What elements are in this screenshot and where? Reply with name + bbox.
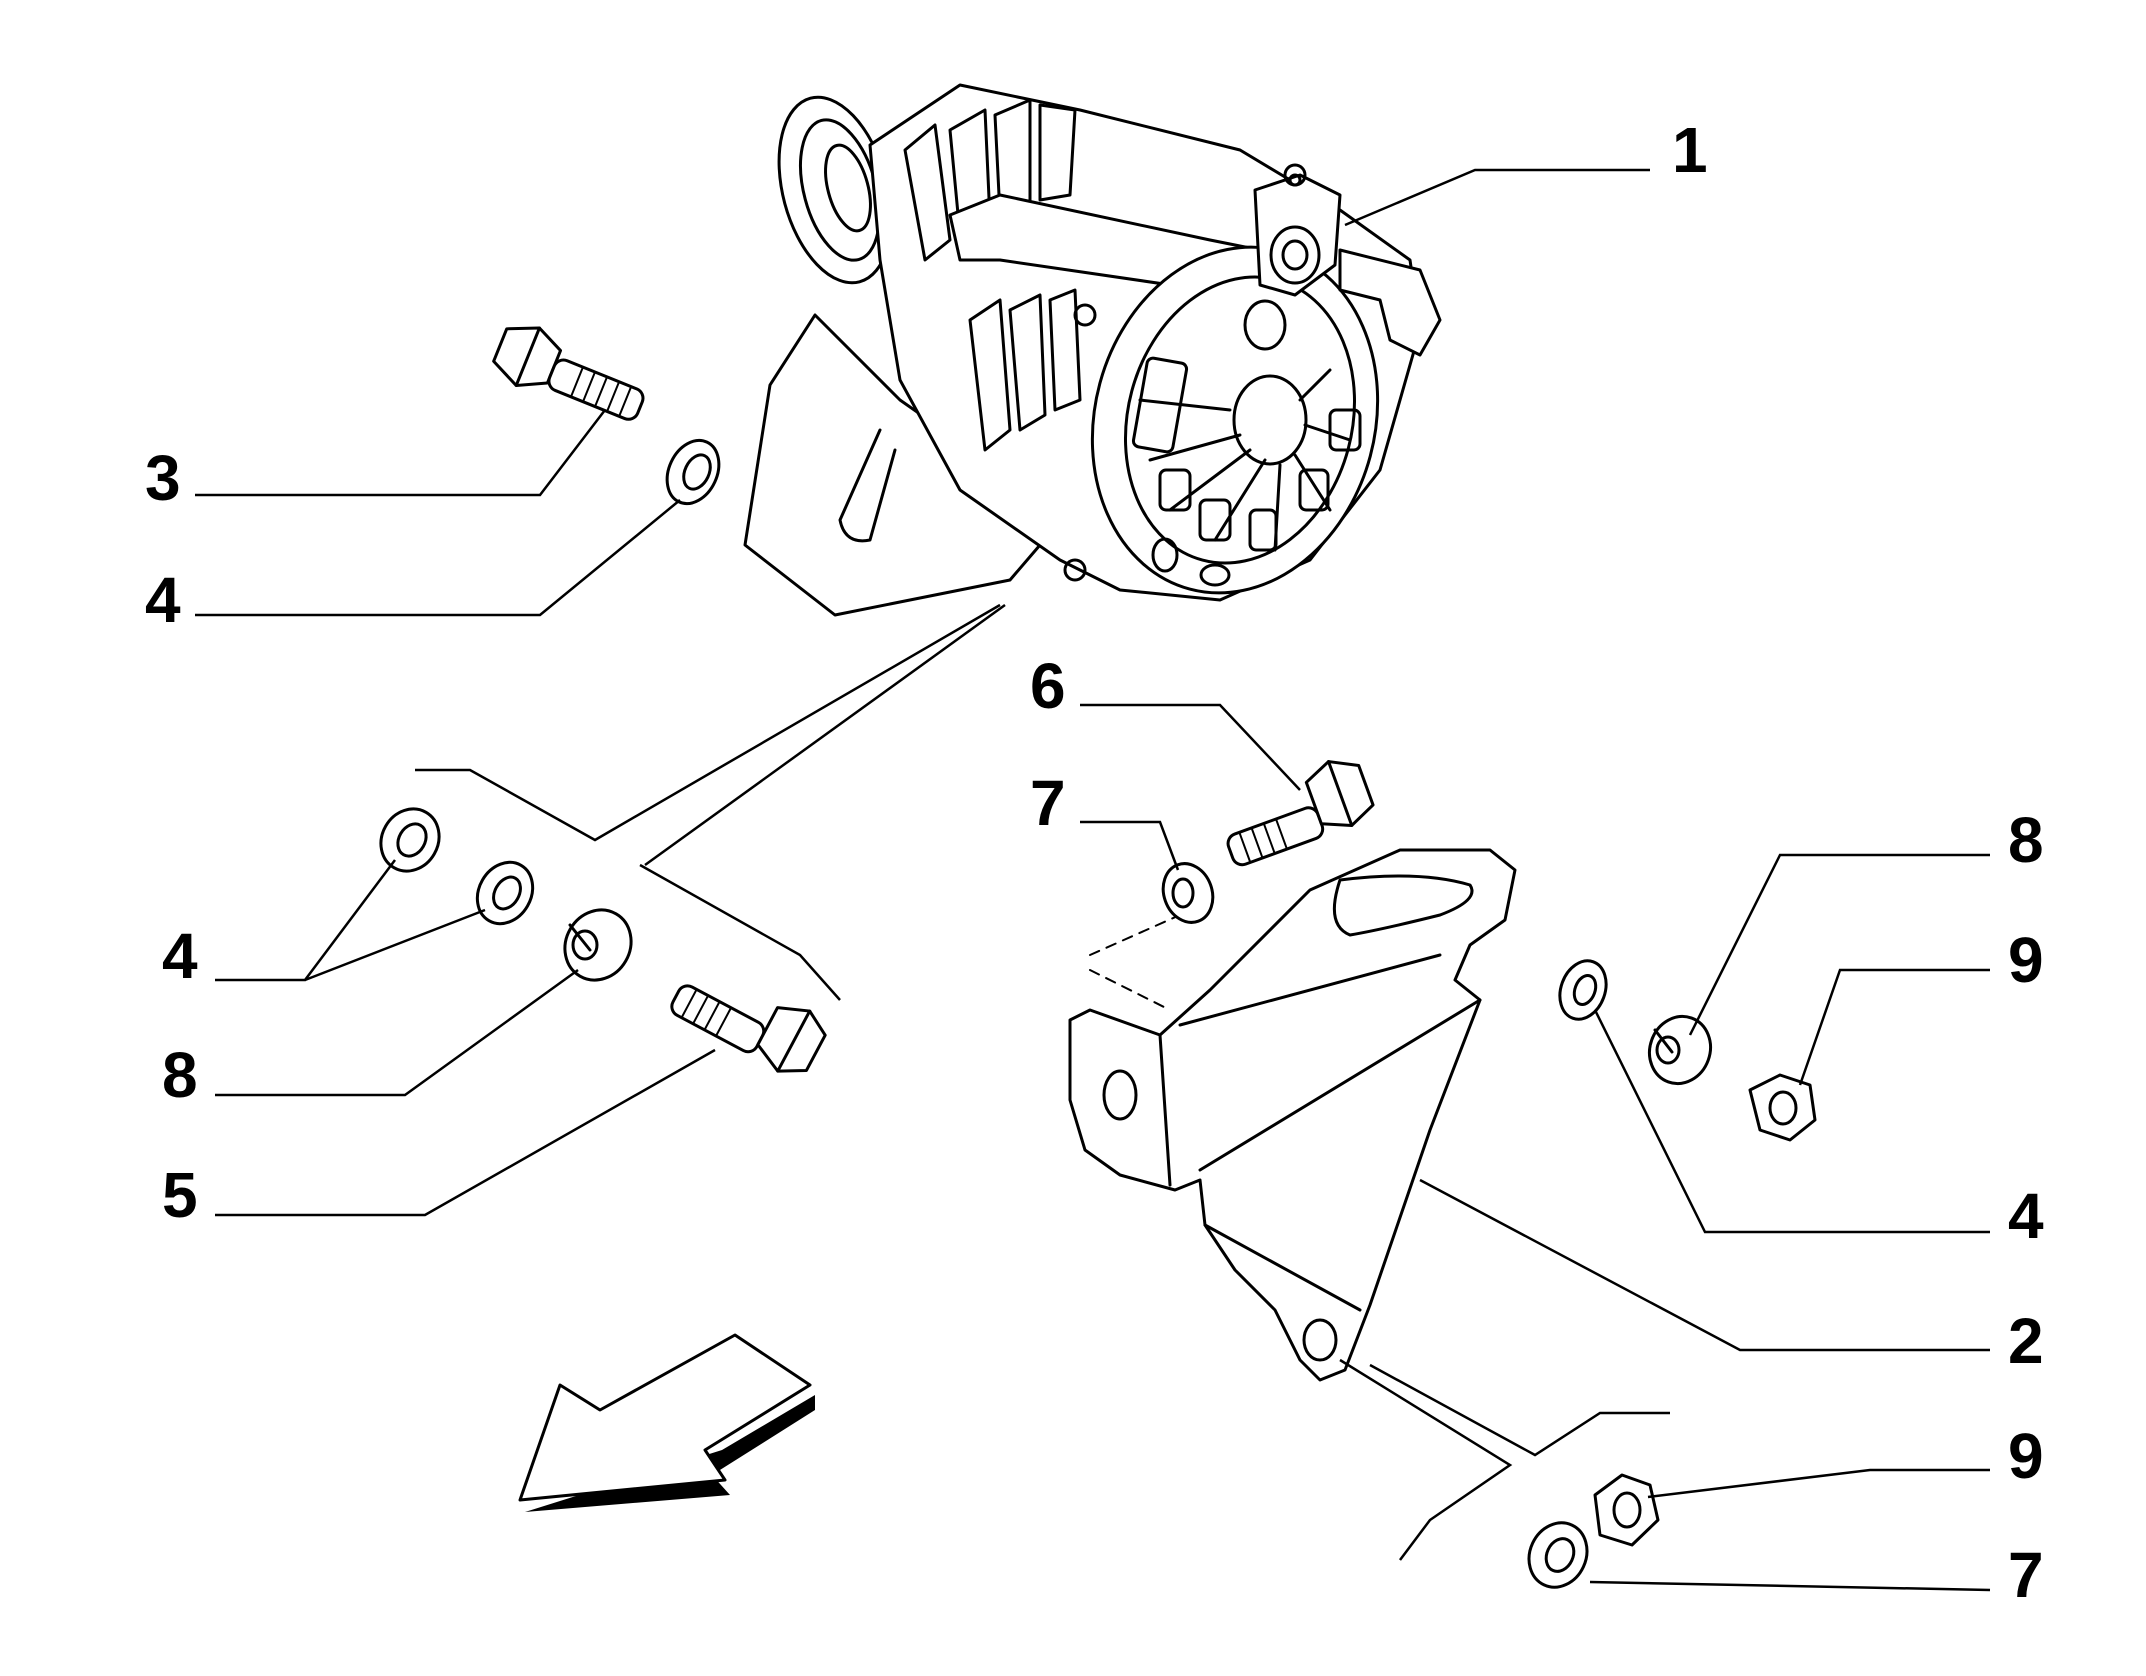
nut-icon bbox=[1593, 1473, 1660, 1547]
callout-7: 7 bbox=[2008, 1539, 2044, 1611]
washer-icon bbox=[1558, 959, 1608, 1021]
bracket-icon bbox=[1068, 848, 1517, 1382]
washer-icon bbox=[1161, 862, 1215, 924]
callout-8: 8 bbox=[162, 1039, 198, 1111]
washer-icon bbox=[379, 807, 441, 873]
bolt-icon bbox=[492, 326, 645, 421]
bolt-icon bbox=[1226, 760, 1375, 867]
callout-9: 9 bbox=[2008, 924, 2044, 996]
callout-2: 2 bbox=[2008, 1305, 2044, 1377]
reference-lines bbox=[415, 603, 1670, 1561]
callout-1: 1 bbox=[1672, 114, 1708, 186]
leader-lines bbox=[195, 168, 1991, 1592]
callout-6: 6 bbox=[1030, 650, 1066, 722]
callout-4: 4 bbox=[162, 920, 198, 992]
callout-4: 4 bbox=[2008, 1180, 2044, 1252]
callout-8: 8 bbox=[2008, 804, 2044, 876]
callout-3: 3 bbox=[145, 442, 181, 514]
callout-5: 5 bbox=[162, 1159, 198, 1231]
callout-7: 7 bbox=[1030, 767, 1066, 839]
bolt-icon bbox=[670, 984, 827, 1073]
arrow-icon bbox=[518, 1333, 815, 1512]
callout-4: 4 bbox=[145, 564, 181, 636]
spring-washer-icon bbox=[563, 908, 633, 982]
spring-washer-icon bbox=[1648, 1014, 1712, 1086]
washer-icon bbox=[665, 438, 721, 506]
callout-9: 9 bbox=[2008, 1420, 2044, 1492]
washer-icon bbox=[1527, 1521, 1589, 1589]
nut-icon bbox=[1748, 1073, 1817, 1142]
washer-icon bbox=[475, 860, 535, 926]
alternator-icon bbox=[743, 83, 1442, 617]
